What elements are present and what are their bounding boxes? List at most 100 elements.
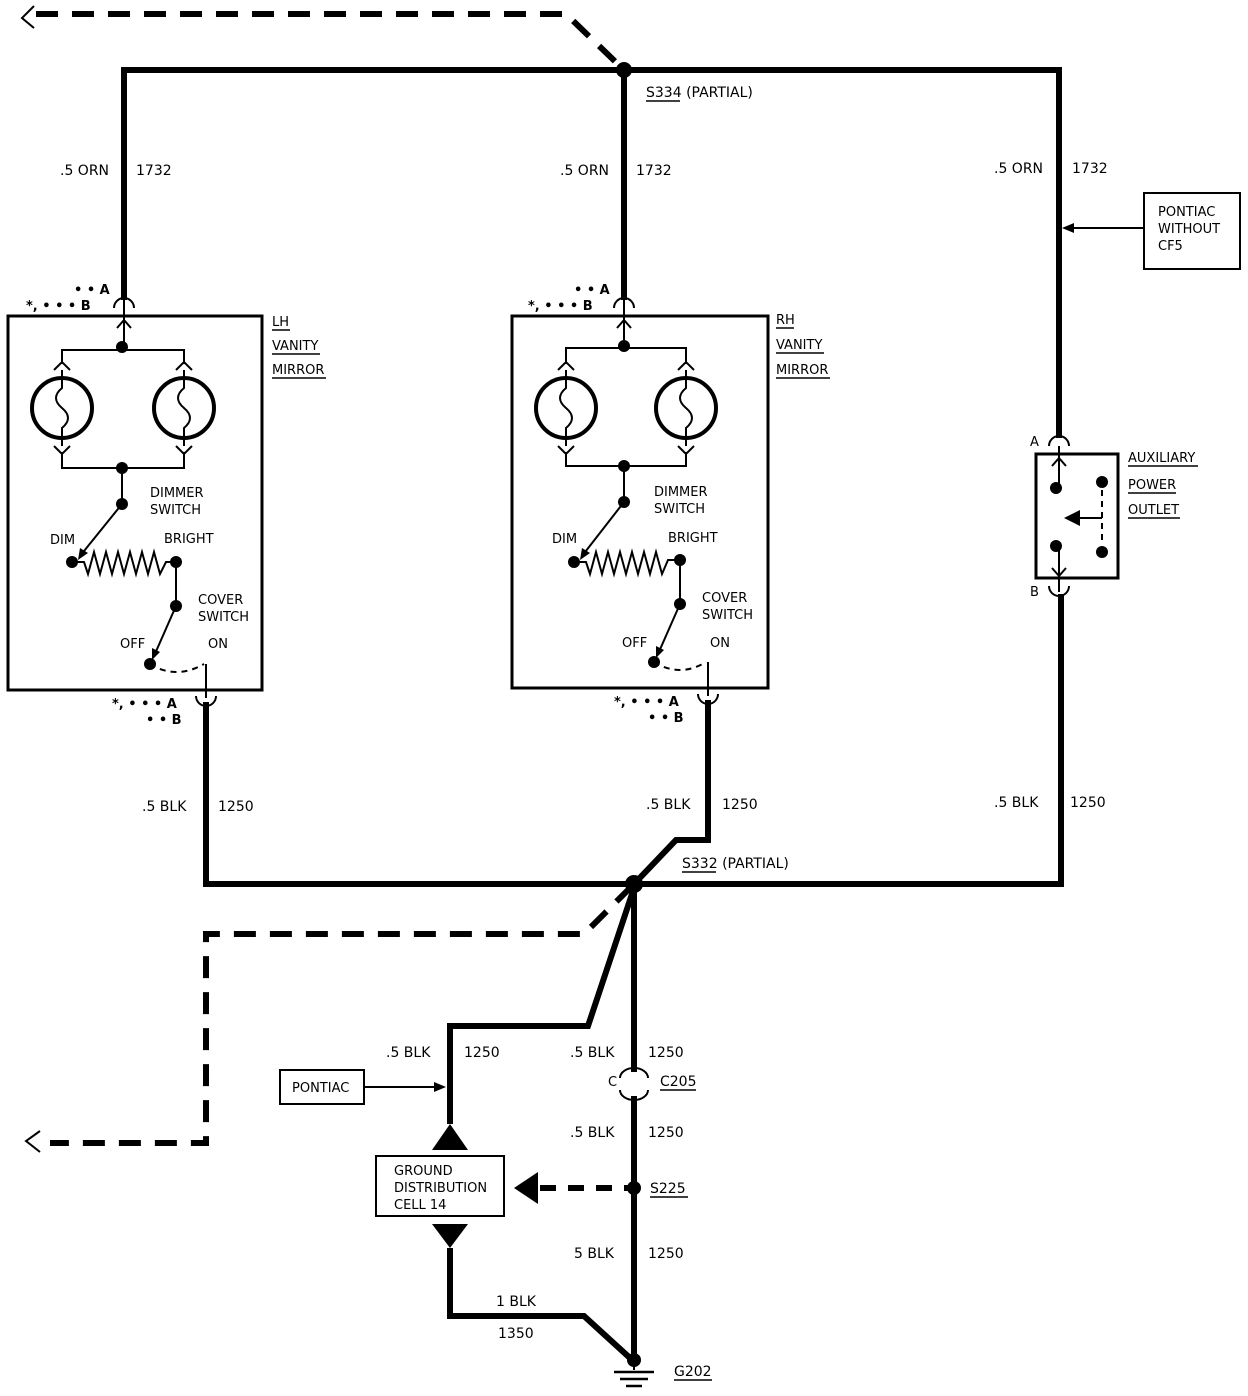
wire-circuit-label: 1250	[648, 1246, 684, 1262]
wire-gauge-label: .5 ORN	[994, 161, 1043, 177]
aux-outlet-box	[1034, 452, 1120, 580]
connector-icon	[113, 297, 135, 309]
wire-circuit-label: 1250	[464, 1045, 500, 1061]
svg-text:PONTIAC: PONTIAC	[1158, 205, 1215, 220]
svg-text:COVER: COVER	[702, 591, 747, 606]
wire-gauge-label: .5 ORN	[60, 163, 109, 179]
note-box-pontiac-without-cf5	[1143, 192, 1241, 270]
svg-text:RH: RH	[776, 313, 795, 328]
svg-text:BRIGHT: BRIGHT	[164, 532, 214, 547]
arrowhead-icon	[1064, 510, 1080, 526]
svg-text:BRIGHT: BRIGHT	[668, 531, 718, 546]
splice-s332-dot	[625, 875, 643, 893]
svg-text:CELL 14: CELL 14	[394, 1198, 446, 1213]
connector-icon	[613, 297, 635, 309]
svg-text:GROUND: GROUND	[394, 1164, 453, 1179]
svg-text:DIM: DIM	[552, 532, 577, 547]
svg-text:*, • • • B: *, • • • B	[528, 299, 593, 314]
wire-gauge-label: 1 BLK	[496, 1294, 537, 1310]
wire-circuit-label: 1250	[648, 1045, 684, 1061]
svg-text:OFF: OFF	[120, 637, 145, 652]
wire-gauge-label: .5 BLK	[994, 795, 1039, 811]
rh-mirror-box	[510, 314, 770, 690]
blk-gdc-wire	[447, 1248, 633, 1361]
wire-circuit-label: 1250	[218, 799, 254, 815]
splice-s334-label: S334 (PARTIAL)	[646, 85, 753, 101]
wire-gauge-label: .5 BLK	[142, 799, 187, 815]
splice-s225-dot	[627, 1181, 641, 1195]
ground-distribution-box	[375, 1155, 505, 1217]
continuation-arrow-icon-lower	[24, 1130, 41, 1153]
blk-rh-wire	[631, 700, 711, 887]
wire-gauge-label: .5 BLK	[646, 797, 691, 813]
ground-g202-label: G202	[674, 1364, 712, 1380]
wire-circuit-label: 1250	[1070, 795, 1106, 811]
svg-text:ON: ON	[208, 637, 228, 652]
rh-vanity-mirror: • • A *, • • • B RH VANITY MIRROR DIMMER…	[510, 283, 830, 726]
resistor-icon	[72, 548, 176, 578]
svg-text:LH: LH	[272, 315, 289, 330]
blk-pontiac-wire	[447, 887, 637, 1124]
dashed-wire-lower	[50, 883, 635, 1146]
svg-text:C: C	[608, 1075, 617, 1090]
svg-text:*, • • • A: *, • • • A	[112, 697, 177, 712]
wire-gauge-label: .5 ORN	[560, 163, 609, 179]
svg-text:VANITY: VANITY	[272, 339, 318, 354]
svg-text:• • B: • • B	[648, 711, 684, 726]
wire-gauge-label: .5 BLK	[386, 1045, 431, 1061]
lh-mirror-box	[6, 314, 264, 692]
svg-text:B: B	[1030, 585, 1039, 600]
connector-c205-icon	[619, 1067, 649, 1079]
svg-text:POWER: POWER	[1128, 478, 1176, 493]
wire-circuit-label: 1732	[136, 163, 172, 179]
svg-text:• • B: • • B	[146, 713, 182, 728]
splice-s225-label: S225	[650, 1181, 686, 1197]
connector-c205-label: C205	[660, 1074, 697, 1090]
svg-text:MIRROR: MIRROR	[272, 363, 324, 378]
wire-circuit-label: 1250	[648, 1125, 684, 1141]
svg-text:COVER: COVER	[198, 593, 243, 608]
svg-text:• • A: • • A	[74, 283, 110, 298]
connector-icon	[1048, 435, 1070, 447]
svg-text:VANITY: VANITY	[776, 338, 822, 353]
lh-vanity-mirror: • • A *, • • • B LH VANITY MIRROR DIMMER…	[6, 283, 326, 728]
triangle-left-icon	[514, 1172, 538, 1204]
triangle-down-icon	[432, 1224, 468, 1248]
svg-text:A: A	[1030, 435, 1039, 450]
wire-gauge-label: .5 BLK	[570, 1045, 615, 1061]
wire-circuit-label: 1350	[498, 1326, 534, 1342]
wire-circuit-label: 1732	[636, 163, 672, 179]
splice-s332-label: S332 (PARTIAL)	[682, 856, 789, 872]
svg-text:*, • • • A: *, • • • A	[614, 695, 679, 710]
svg-text:*, • • • B: *, • • • B	[26, 299, 91, 314]
continuation-arrow-icon	[20, 5, 35, 29]
splice-s334-dot	[616, 62, 632, 78]
svg-text:DISTRIBUTION: DISTRIBUTION	[394, 1181, 487, 1196]
svg-text:WITHOUT: WITHOUT	[1158, 222, 1220, 237]
svg-text:MIRROR: MIRROR	[776, 363, 828, 378]
wire-gauge-label: 5 BLK	[574, 1246, 615, 1262]
svg-text:AUXILIARY: AUXILIARY	[1128, 451, 1195, 466]
arrowhead-icon	[1062, 223, 1074, 233]
svg-text:CF5: CF5	[1158, 239, 1183, 254]
wire-gauge-label: .5 BLK	[570, 1125, 615, 1141]
svg-text:• • A: • • A	[574, 283, 610, 298]
svg-text:DIM: DIM	[50, 533, 75, 548]
svg-text:SWITCH: SWITCH	[702, 608, 753, 623]
triangle-up-icon	[432, 1124, 468, 1150]
svg-text:OFF: OFF	[622, 636, 647, 651]
wire-circuit-label: 1250	[722, 797, 758, 813]
auxiliary-power-outlet: A B AUXILIARY POWER OUTLET	[1030, 435, 1198, 600]
resistor-icon	[574, 548, 680, 578]
svg-text:ON: ON	[710, 636, 730, 651]
orn-bus-wire	[121, 67, 1062, 438]
wire-circuit-label: 1732	[1072, 161, 1108, 177]
dashed-wire-top	[36, 11, 627, 73]
svg-text:OUTLET: OUTLET	[1128, 503, 1179, 518]
svg-text:SWITCH: SWITCH	[150, 503, 201, 518]
svg-text:PONTIAC: PONTIAC	[292, 1081, 349, 1096]
svg-text:DIMMER: DIMMER	[654, 485, 708, 500]
svg-text:SWITCH: SWITCH	[654, 502, 705, 517]
svg-text:DIMMER: DIMMER	[150, 486, 204, 501]
